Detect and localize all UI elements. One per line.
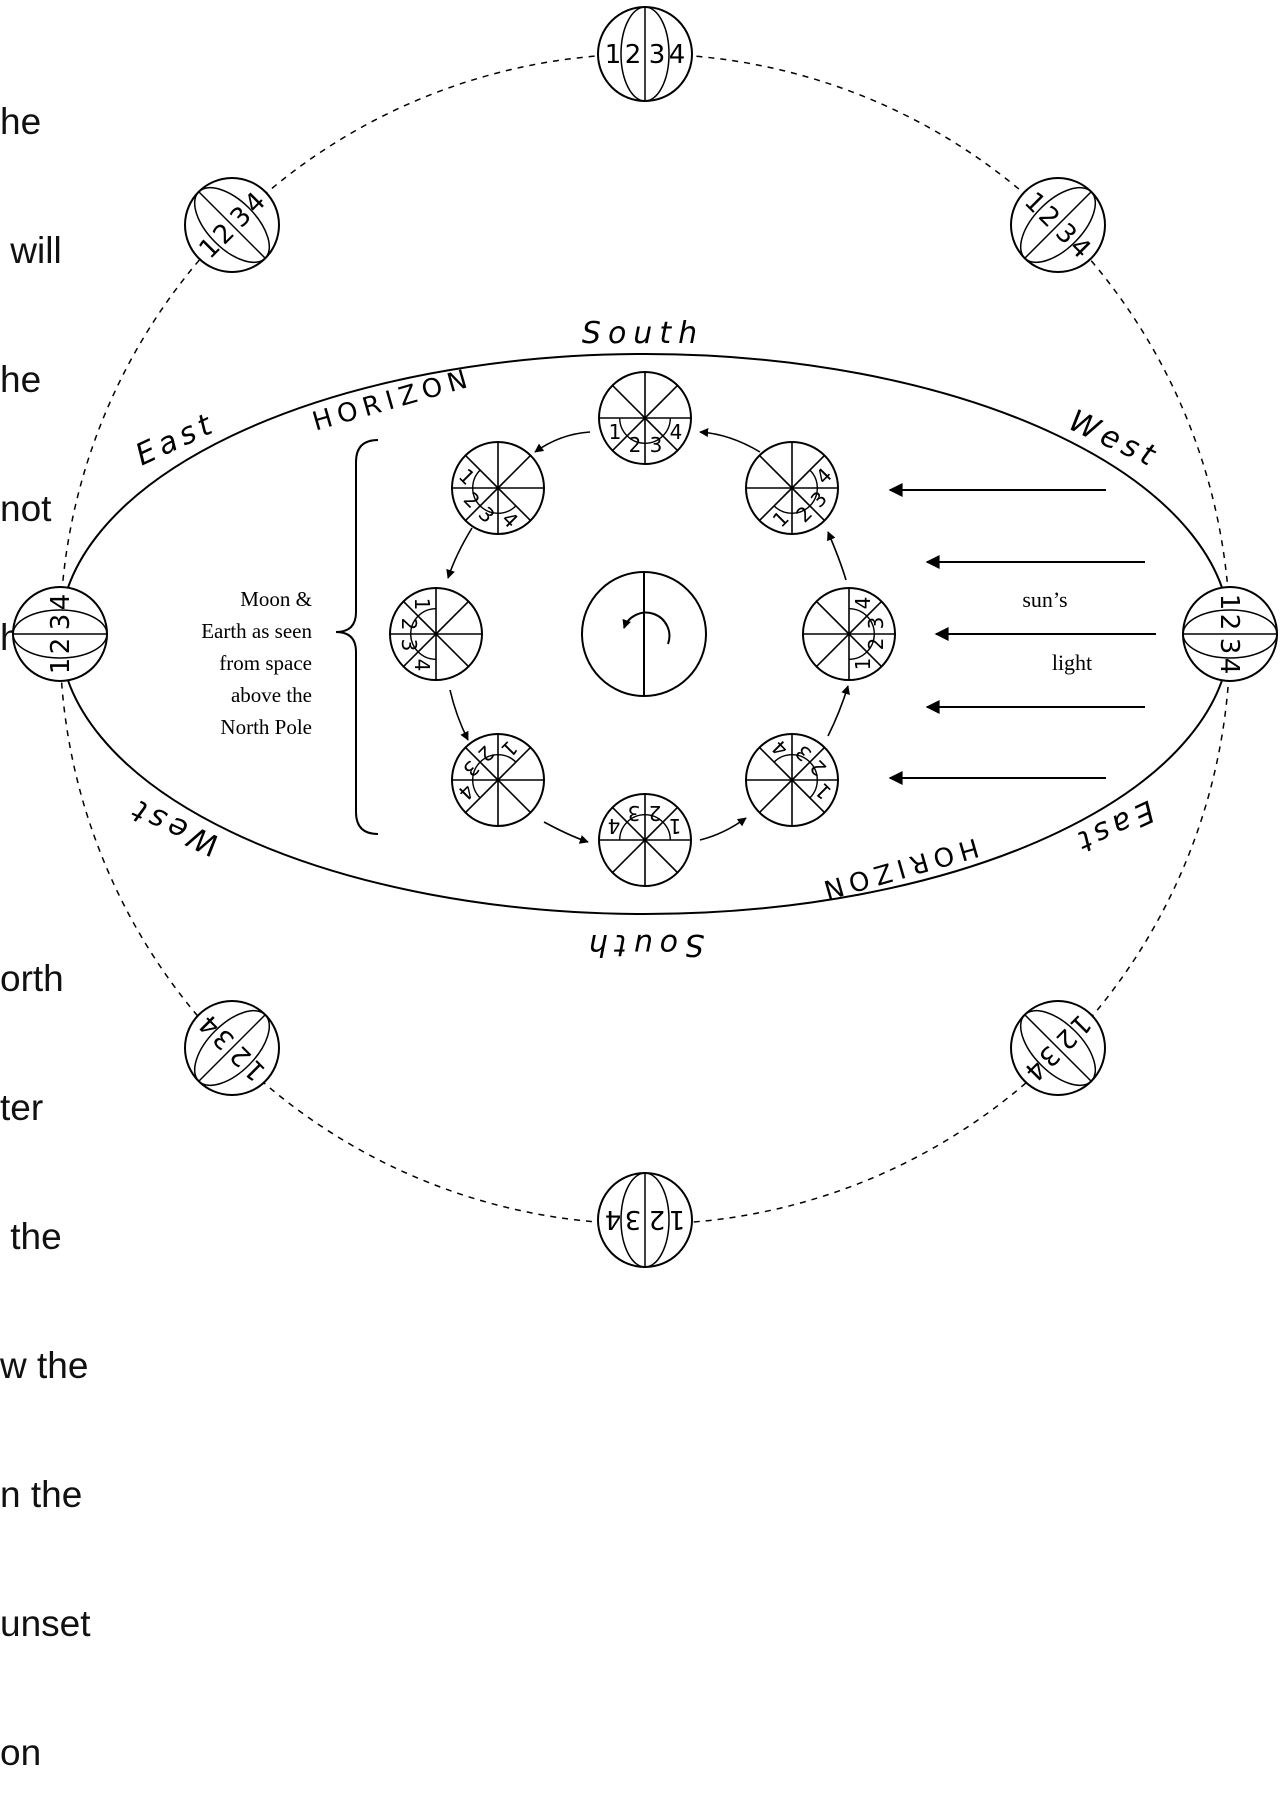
east-label-top: East <box>130 406 222 474</box>
earth-center <box>582 572 706 696</box>
orbit-arrow <box>828 686 848 736</box>
quarter-label: 3 <box>46 614 76 631</box>
orbit-arrow <box>448 528 472 578</box>
quarter-label: 2 <box>397 618 421 631</box>
brace-caption: Moon & Earth as seen from space above th… <box>201 587 312 739</box>
quarter-label: 2 <box>649 801 662 825</box>
quarter-label: 1 <box>1214 594 1244 611</box>
orbit-arrow <box>828 532 846 580</box>
caption-line: North Pole <box>220 715 312 739</box>
moon-top-view: 1 2 3 4 <box>390 588 482 680</box>
text-line: w the <box>0 1344 91 1387</box>
quarter-label: 3 <box>649 40 666 70</box>
moon-top-view: 1234 <box>727 715 857 845</box>
sunlight-label-1: sun’s <box>1022 587 1067 612</box>
quarter-label: 1 <box>851 658 875 671</box>
brace <box>336 440 378 834</box>
quarter-label: 4 <box>46 594 76 611</box>
orbit-arrow <box>544 822 588 842</box>
quarter-label: 2 <box>649 1204 666 1234</box>
quarter-label: 3 <box>397 639 421 652</box>
quarter-label: 3 <box>1214 638 1244 655</box>
quarter-label: 2 <box>1214 614 1244 631</box>
orbit-arrow <box>700 818 746 840</box>
west-label-bottom: West <box>123 791 224 863</box>
quarter-label: 1 <box>605 40 622 70</box>
quarter-label: 1 <box>609 420 622 444</box>
quarter-label: 1 <box>669 1204 686 1234</box>
text-line: on <box>0 1731 91 1774</box>
quarter-label: 4 <box>669 40 686 70</box>
moon-phase-diagram: South South HORIZON HORIZON East West We… <box>0 0 1288 1276</box>
orbit-arrow <box>535 432 590 452</box>
quarter-label: 4 <box>851 597 875 610</box>
east-label-bottom: East <box>1068 793 1160 861</box>
horizon-label-bottom: HORIZON <box>815 831 982 905</box>
orbit-arrow <box>700 432 760 452</box>
quarter-label: 2 <box>864 638 888 651</box>
caption-line: above the <box>231 683 312 707</box>
quarter-label: 1 <box>46 658 76 675</box>
quarter-label: 1 <box>669 814 682 838</box>
moon-top-view: 1234 <box>599 794 691 886</box>
sunlight-arrows <box>890 490 1156 778</box>
quarter-label: 4 <box>605 1204 622 1234</box>
orbit-arrow <box>450 690 468 740</box>
text-line: n the <box>0 1473 91 1516</box>
quarter-label: 4 <box>410 659 434 672</box>
west-label-top: West <box>1063 403 1164 475</box>
south-label-top: South <box>582 316 704 351</box>
moon-top-view: 1 2 3 4 <box>803 588 895 680</box>
quarter-label: 4 <box>608 814 621 838</box>
moon-earth-view: 1234 <box>598 7 692 101</box>
caption-line: from space <box>219 651 312 675</box>
quarter-label: 2 <box>46 638 76 655</box>
quarter-label: 3 <box>628 801 641 825</box>
sunlight-label-2: light <box>1052 650 1092 675</box>
quarter-label: 1 <box>410 598 434 611</box>
caption-line: Earth as seen <box>201 619 312 643</box>
south-label-bottom: South <box>582 927 704 962</box>
text-line: unset <box>0 1602 91 1645</box>
quarter-label: 4 <box>1214 658 1244 675</box>
quarter-label: 2 <box>629 433 642 457</box>
quarter-label: 3 <box>864 617 888 630</box>
quarter-label: 3 <box>625 1204 642 1234</box>
moon-earth-view: 1234 <box>598 1173 692 1267</box>
moon-earth-view: 1 2 3 4 <box>1183 587 1277 681</box>
moon-earth-view: 1 2 3 4 <box>13 587 107 681</box>
horizon-label-top: HORIZON <box>309 363 476 437</box>
quarter-label: 3 <box>650 433 663 457</box>
caption-line: Moon & <box>240 587 312 611</box>
quarter-label: 4 <box>670 420 683 444</box>
quarter-label: 2 <box>625 40 642 70</box>
moon-top-view: 1234 <box>599 372 691 464</box>
moon-top-view: 1234 <box>727 423 857 553</box>
